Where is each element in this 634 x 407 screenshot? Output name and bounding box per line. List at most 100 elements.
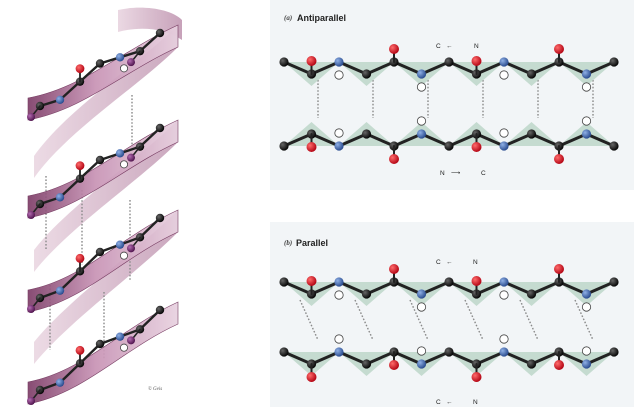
carbon-atom: [279, 277, 289, 287]
nitrogen-atom: [334, 347, 344, 357]
parallel-direction-bottom: C ← N: [436, 399, 478, 406]
covalent-bond: [420, 60, 451, 76]
direction-arrow: ⟶: [451, 170, 461, 177]
hydrogen-atom: [416, 346, 427, 356]
hydrogen-atom: [581, 116, 592, 126]
covalent-bond: [447, 132, 478, 148]
antiparallel-panel-letter: (a): [284, 14, 292, 22]
covalent-bond: [58, 362, 82, 384]
hydrogen-bond: [519, 299, 539, 341]
antiparallel-panel-bg: [270, 0, 634, 190]
carbon-atom: [444, 141, 454, 151]
nitrogen-atom: [499, 347, 509, 357]
covalent-bond: [282, 350, 313, 366]
oxygen-atom: [75, 253, 85, 263]
nitrogen-atom: [55, 193, 65, 202]
direction-to: N: [474, 43, 479, 50]
artist-credit: © Geis: [148, 386, 162, 392]
covalent-bond: [282, 132, 313, 148]
nitrogen-atom: [115, 53, 125, 62]
carbon-atom: [609, 141, 619, 151]
covalent-bond: [557, 280, 588, 296]
nitrogen-atom: [416, 129, 427, 139]
antiparallel-direction-top: C ← N: [436, 43, 479, 50]
covalent-bond: [502, 350, 533, 366]
oxygen-atom: [554, 154, 564, 164]
hydrogen-bond: [574, 299, 594, 341]
hydrogen-atom: [499, 290, 509, 300]
antiparallel-title: Antiparallel: [297, 13, 346, 23]
covalent-bond: [310, 280, 341, 296]
direction-arrow: ←: [446, 399, 453, 406]
nitrogen-atom: [416, 359, 427, 369]
carbon-atom: [279, 141, 289, 151]
covalent-bond: [420, 350, 451, 366]
direction-arrow: ←: [446, 259, 453, 266]
covalent-bond: [557, 132, 588, 148]
carbon-atom: [95, 155, 105, 165]
hydrogen-bond: [354, 299, 374, 341]
oxygen-atom: [554, 44, 564, 54]
direction-from: N: [440, 170, 445, 177]
hydrogen-atom: [581, 82, 592, 92]
covalent-bond: [310, 60, 341, 76]
covalent-bond: [530, 60, 561, 76]
oxygen-atom: [471, 142, 482, 152]
oxygen-atom: [389, 154, 399, 164]
oxygen-atom: [389, 360, 399, 370]
helix-backbone-atoms: [27, 28, 165, 405]
parallel-strands: [279, 264, 619, 382]
nitrogen-atom: [334, 57, 344, 67]
covalent-bond: [58, 270, 82, 292]
covalent-bond: [138, 308, 162, 331]
carbon-atom: [609, 277, 619, 287]
antiparallel-sheet: (a) Antiparallel C ← N N ⟶ C: [279, 13, 619, 177]
oxygen-atom: [471, 372, 482, 382]
oxygen-atom: [471, 56, 482, 66]
direction-arrow: ←: [446, 43, 453, 50]
covalent-bond: [502, 132, 533, 148]
carbon-atom: [444, 347, 454, 357]
nitrogen-atom: [334, 141, 344, 151]
side-chain-atom: [27, 211, 35, 219]
direction-to: N: [473, 399, 478, 406]
hydrogen-atom: [120, 64, 129, 73]
covalent-bond: [392, 60, 423, 76]
covalent-bond: [447, 280, 478, 296]
oxygen-atom: [389, 44, 399, 54]
nitrogen-atom: [581, 289, 592, 299]
side-chain-atom: [27, 305, 35, 313]
hydrogen-atom: [334, 128, 344, 138]
hydrogen-atom: [581, 346, 592, 356]
antiparallel-direction-bottom: N ⟶ C: [440, 170, 486, 177]
hydrogen-atom: [334, 334, 344, 344]
covalent-bond: [365, 280, 396, 296]
covalent-bond: [502, 60, 533, 76]
oxygen-atom: [306, 276, 317, 286]
covalent-bond: [557, 350, 588, 366]
hydrogen-atom: [581, 302, 592, 312]
covalent-bond: [58, 80, 82, 102]
carbon-atom: [95, 339, 105, 349]
oxygen-atom: [75, 64, 85, 74]
hydrogen-atom: [120, 251, 129, 260]
hydrogen-atom: [416, 116, 427, 126]
covalent-bond: [310, 350, 341, 366]
oxygen-atom: [75, 345, 85, 355]
oxygen-atom: [389, 264, 399, 274]
carbon-atom: [279, 347, 289, 357]
covalent-bond: [530, 280, 561, 296]
covalent-bond: [138, 216, 162, 239]
hydrogen-atom: [499, 70, 509, 80]
covalent-bond: [138, 31, 162, 53]
direction-to: C: [481, 170, 486, 177]
hydrogen-atom: [334, 290, 344, 300]
carbon-atom: [526, 129, 537, 139]
covalent-bond: [138, 126, 162, 148]
nitrogen-atom: [115, 240, 125, 249]
covalent-bond: [337, 132, 368, 148]
hydrogen-atom: [120, 160, 129, 169]
covalent-bond: [337, 280, 368, 296]
hydrogen-atom: [120, 343, 129, 352]
